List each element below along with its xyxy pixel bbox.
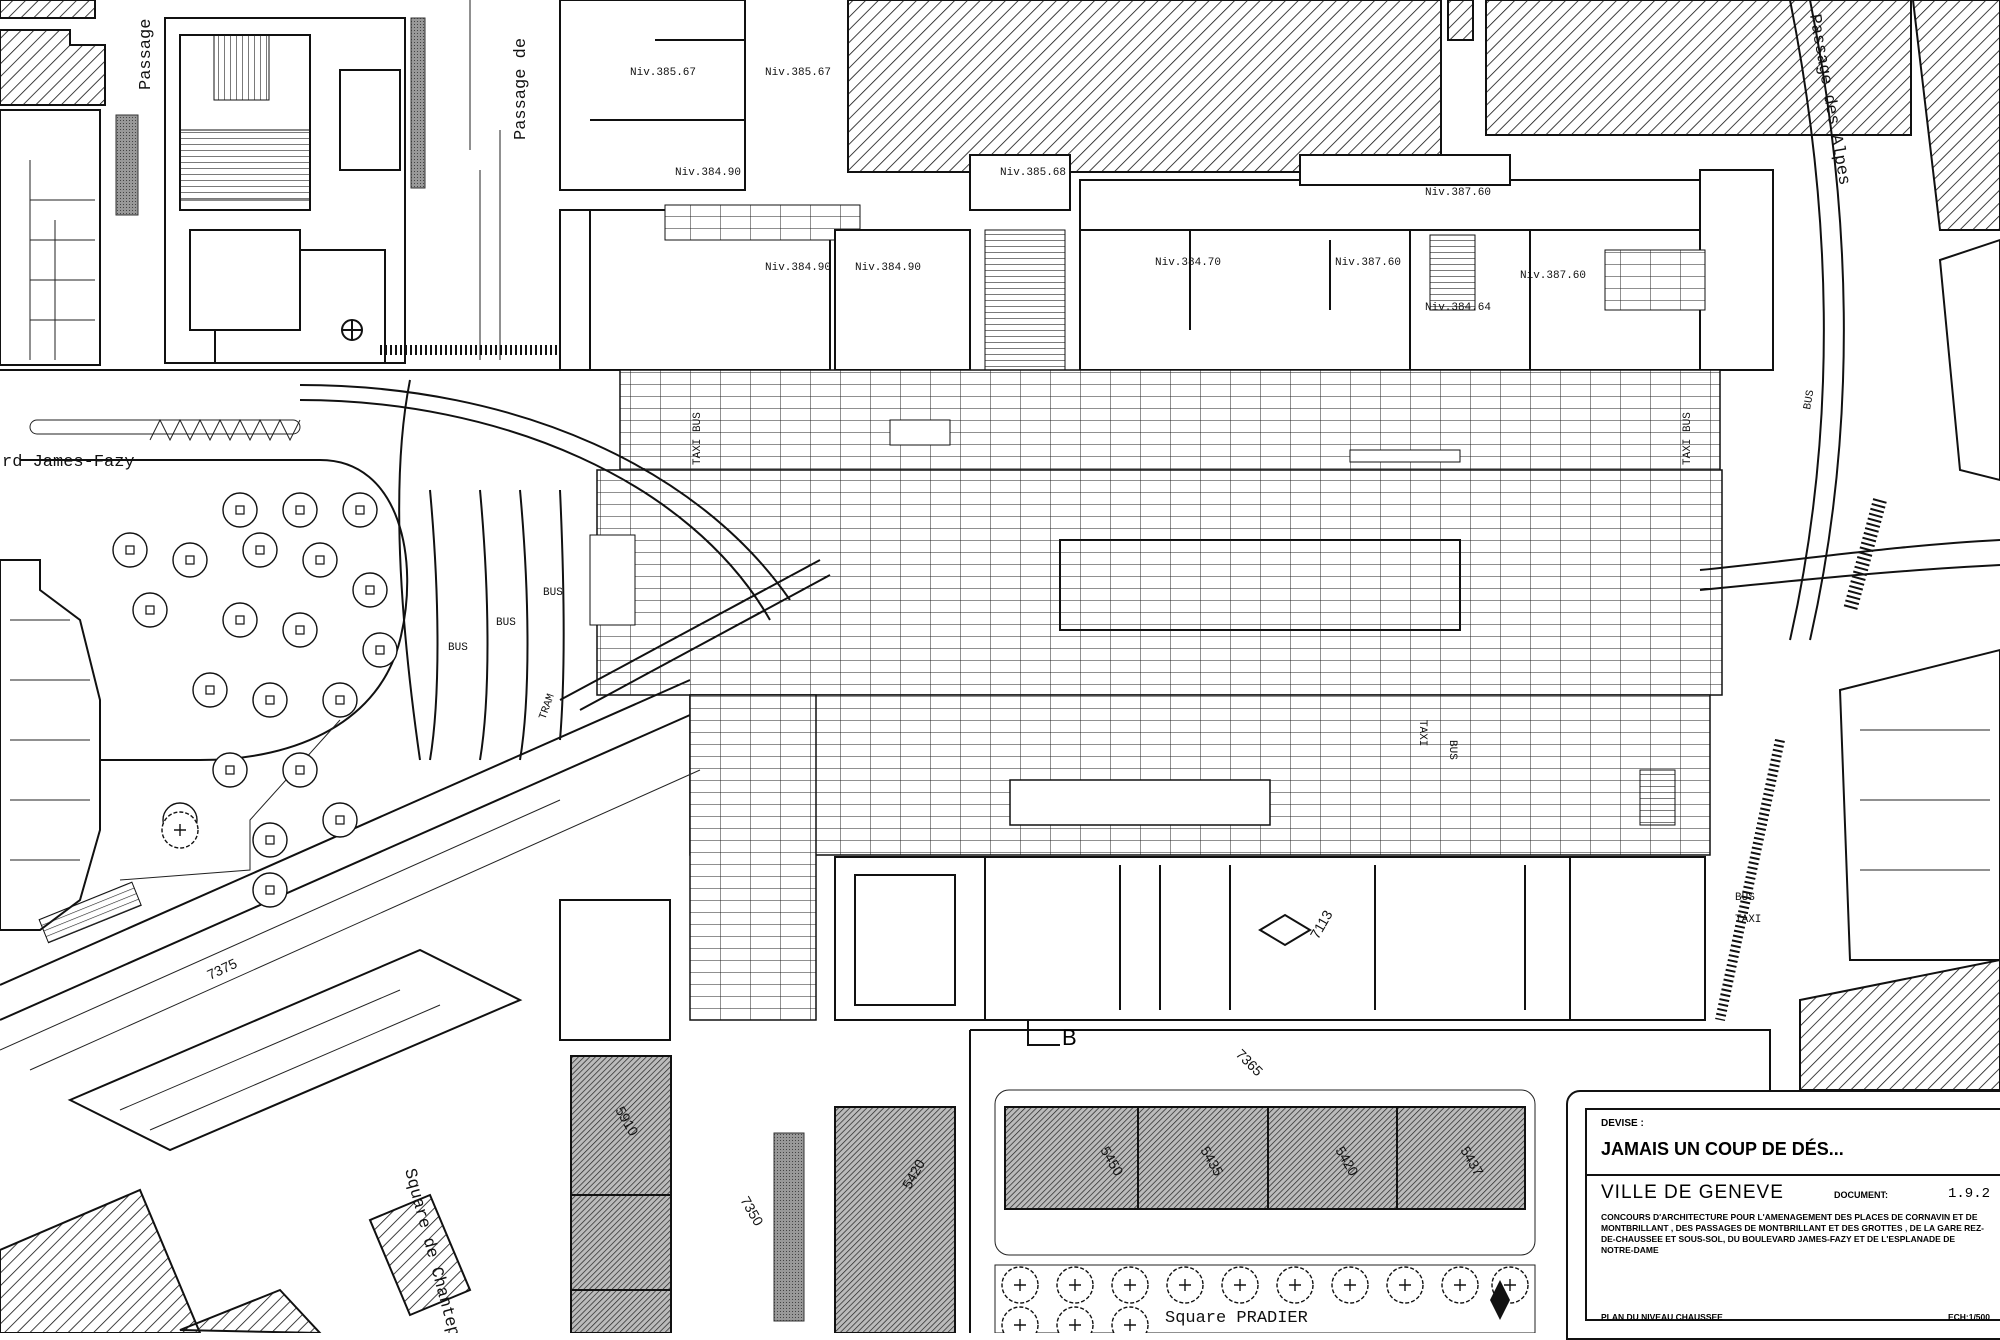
level-label: Niv.384.90 [675,167,741,179]
transport-label: BUS [543,587,563,599]
bottom-buildings [570,1029,1771,1333]
level-label: Niv.387.60 [1425,187,1491,199]
level-label: Niv.385.67 [765,67,831,79]
label-square-pradier: Square PRADIER [1165,1309,1308,1328]
title-block: DEVISE : JAMAIS UN COUP DE DÉS... VILLE … [1585,1108,2000,1322]
level-label: Niv.384.64 [1425,302,1491,314]
city-title: VILLE DE GENEVE [1601,1182,1784,1203]
level-label: Niv.385.67 [630,67,696,79]
level-label: Niv.384.90 [855,262,921,274]
transport-labels: TAXI BUS BUS BUS BUS TAXI BUS BUS TAXI B… [448,389,1817,926]
transport-label: BUS [448,642,468,654]
label-tram: TRAM [537,692,557,721]
competition-description: CONCOURS D'ARCHITECTURE POUR L'AMENAGEME… [1601,1212,1984,1255]
label-passage-de: Passage de [512,38,531,140]
level-label: Niv.384.90 [765,262,831,274]
transport-label: BUS [496,617,516,629]
motto: JAMAIS UN COUP DE DÉS... [1601,1139,1844,1159]
label-boulevard: rd James-Fazy [2,453,135,472]
devise-label: DEVISE : [1601,1118,1644,1129]
section-mark: B [1027,1020,1077,1050]
transport-label: BUS [1802,389,1817,411]
document-number: 1.9.2 [1947,1186,1990,1202]
elevation-label: 7365 [1233,1046,1266,1079]
transport-label: BUS [1735,892,1755,904]
label-passage: Passage [137,19,156,90]
document-label: DOCUMENT: [1834,1190,1888,1200]
transport-label: TAXI [1735,914,1761,926]
roads [0,0,2000,1071]
grey-strip [115,114,139,216]
transport-label: TAXI BUS [692,412,704,465]
station-plaza-grid [589,369,1723,1021]
level-label: Niv.387.60 [1335,257,1401,269]
elevation-label: 7350 [737,1194,767,1229]
scale-label: ECH:1/500 [1947,1312,1990,1322]
transport-label: TAXI BUS [1682,412,1694,465]
right-buildings [1799,238,2000,1091]
south-buildings [834,856,1706,1021]
grey-strip [773,1132,805,1322]
plan-name: PLAN DU NIVEAU CHAUSSEE [1601,1312,1723,1322]
section-mark-label: B [1062,1025,1077,1050]
transport-label: TAXI [1416,720,1428,746]
existing-buildings-hatched [0,0,2000,231]
level-label: Niv.387.60 [1520,270,1586,282]
level-label: Niv.384.70 [1155,257,1221,269]
lower-left-buildings [0,899,671,1333]
grey-strip [410,17,426,189]
level-label: Niv.385.68 [1000,167,1066,179]
transport-label: BUS [1446,740,1458,760]
park [0,459,409,944]
level-labels: Niv.385.67 Niv.385.67 Niv.384.90 Niv.385… [630,67,1586,314]
left-buildings [0,0,1774,371]
bus-bays [29,418,565,761]
